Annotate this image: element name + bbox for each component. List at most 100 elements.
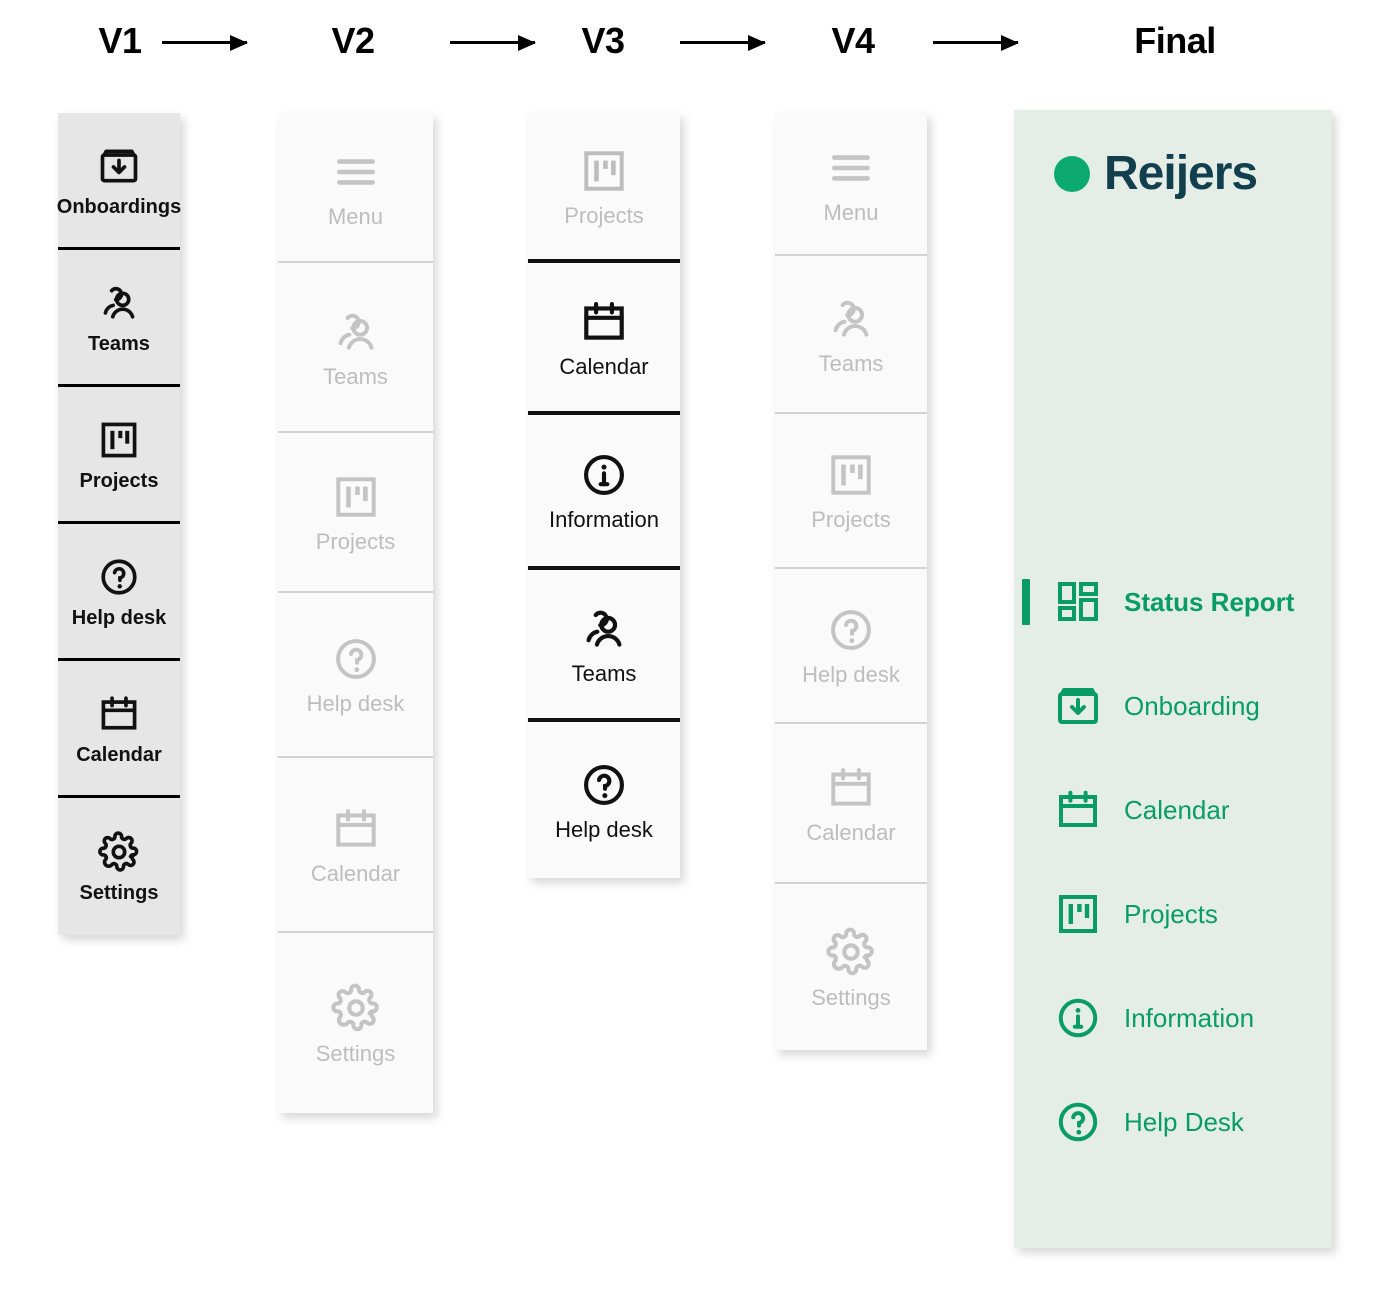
arrow-right-1 [162,34,248,51]
nav-label: Calendar [76,743,162,766]
nav-label: Onboarding [1124,691,1260,721]
teams-icon [826,294,876,344]
nav-item-information[interactable]: Information [1014,966,1332,1070]
projects-icon [331,472,381,522]
nav-label: Menu [327,203,384,229]
active-indicator-bar [1022,579,1030,625]
header-label-v2: V2 [331,20,375,61]
nav-item-information-v3[interactable]: Information [528,415,680,570]
nav-item-projects-v3[interactable]: Projects [528,113,680,263]
nav-label: Status Report [1124,587,1295,617]
onboarding-icon [97,144,141,188]
header-label-v1: V1 [98,20,142,61]
nav-label: Settings [79,882,159,904]
nav-item-help-desk-v4[interactable]: Help desk [775,569,927,724]
nav-label: Teams [818,350,884,376]
nav-item-onboardings-v1[interactable]: Onboardings [56,113,182,250]
nav-item-teams-v3[interactable]: Teams [528,570,680,722]
nav-item-calendar[interactable]: Calendar [1014,758,1332,862]
nav-label: Help desk [306,691,405,716]
teams-icon [97,281,141,325]
settings-icon [330,982,382,1034]
nav-item-settings-v2[interactable]: Settings [278,933,433,1113]
calendar-icon [579,297,629,347]
nav-label: Projects [1124,899,1218,929]
nav-item-help-desk-v2[interactable]: Help desk [278,593,433,758]
sidebar-panel-v4: Menu Teams Projects [775,113,927,1050]
nav-item-teams-v1[interactable]: Teams [58,250,180,387]
nav-label: Projects [564,202,644,228]
nav-label: Information [548,507,660,532]
final-nav-list: Status Report Onboarding [1014,550,1332,1174]
sidebar-panel-v2: Menu Teams Projects [278,113,433,1113]
header-label-v3: V3 [581,20,625,61]
settings-icon [97,830,141,874]
information-icon [1054,994,1102,1042]
arrow-right-4 [933,34,1019,51]
nav-label: Help Desk [1124,1107,1244,1137]
calendar-icon [97,692,141,736]
hamburger-icon [331,147,381,197]
nav-label: Onboardings [56,195,182,218]
nav-item-teams-v4[interactable]: Teams [775,256,927,414]
nav-item-settings-v4[interactable]: Settings [775,884,927,1050]
nav-label: Information [1124,1003,1255,1033]
nav-item-projects-v4[interactable]: Projects [775,414,927,569]
nav-label: Help desk [555,816,653,842]
nav-item-projects[interactable]: Projects [1014,862,1332,966]
nav-label: Calendar [559,353,649,379]
nav-item-teams-v2[interactable]: Teams [278,263,433,433]
nav-item-calendar-v4[interactable]: Calendar [775,724,927,884]
nav-label: Projects [811,507,891,532]
nav-label: Calendar [310,861,401,886]
circle-logo-mark [1054,156,1090,192]
hamburger-icon [826,143,876,193]
sidebar-panel-v1: Onboardings Teams Projects [56,113,182,935]
help-icon [1054,1098,1102,1146]
help-icon [331,634,381,684]
nav-item-calendar-v3[interactable]: Calendar [528,263,680,415]
sidebar-panel-v3: Projects Calendar Information [528,113,680,878]
nav-label: Help desk [802,662,900,687]
grid-dashboard-icon [1054,578,1102,626]
nav-item-menu-v4[interactable]: Menu [775,113,927,256]
settings-icon [825,926,877,978]
brand-logo: Reijers [1054,147,1258,200]
calendar-icon [331,804,381,854]
header-label-final: Final [1134,20,1216,61]
teams-icon [331,307,381,357]
nav-item-help-desk-v1[interactable]: Help desk [58,524,180,661]
help-icon [579,760,629,810]
nav-item-calendar-v2[interactable]: Calendar [278,758,433,933]
nav-label: Calendar [1124,795,1230,825]
nav-item-menu-v2[interactable]: Menu [278,113,433,263]
calendar-icon [1054,786,1102,834]
nav-label: Menu [823,200,879,225]
calendar-icon [826,763,876,813]
nav-item-settings-v1[interactable]: Settings [58,798,180,935]
teams-icon [579,604,629,654]
nav-label: Projects [315,528,396,554]
nav-label: Help desk [71,606,167,629]
nav-item-projects-v2[interactable]: Projects [278,433,433,593]
nav-label: Settings [811,984,891,1010]
nav-item-projects-v1[interactable]: Projects [58,387,180,524]
version-header-row: V1 V2 V3 V4 Final [0,0,1400,95]
nav-label: Teams [88,332,150,355]
nav-label: Teams [323,363,388,389]
nav-item-calendar-v1[interactable]: Calendar [58,661,180,798]
arrow-right-2 [450,34,536,51]
nav-label: Teams [571,660,637,686]
brand-name: Reijers [1104,147,1258,200]
nav-item-help-desk-v3[interactable]: Help desk [528,722,680,878]
information-icon [579,450,629,500]
nav-item-onboarding[interactable]: Onboarding [1014,654,1332,758]
nav-label: Calendar [806,819,896,845]
nav-item-status-report[interactable]: Status Report [1014,550,1332,654]
help-icon [826,605,876,655]
projects-icon [1054,890,1102,938]
onboarding-icon [1054,682,1102,730]
nav-item-help-desk[interactable]: Help Desk [1014,1070,1332,1174]
projects-icon [826,450,876,500]
